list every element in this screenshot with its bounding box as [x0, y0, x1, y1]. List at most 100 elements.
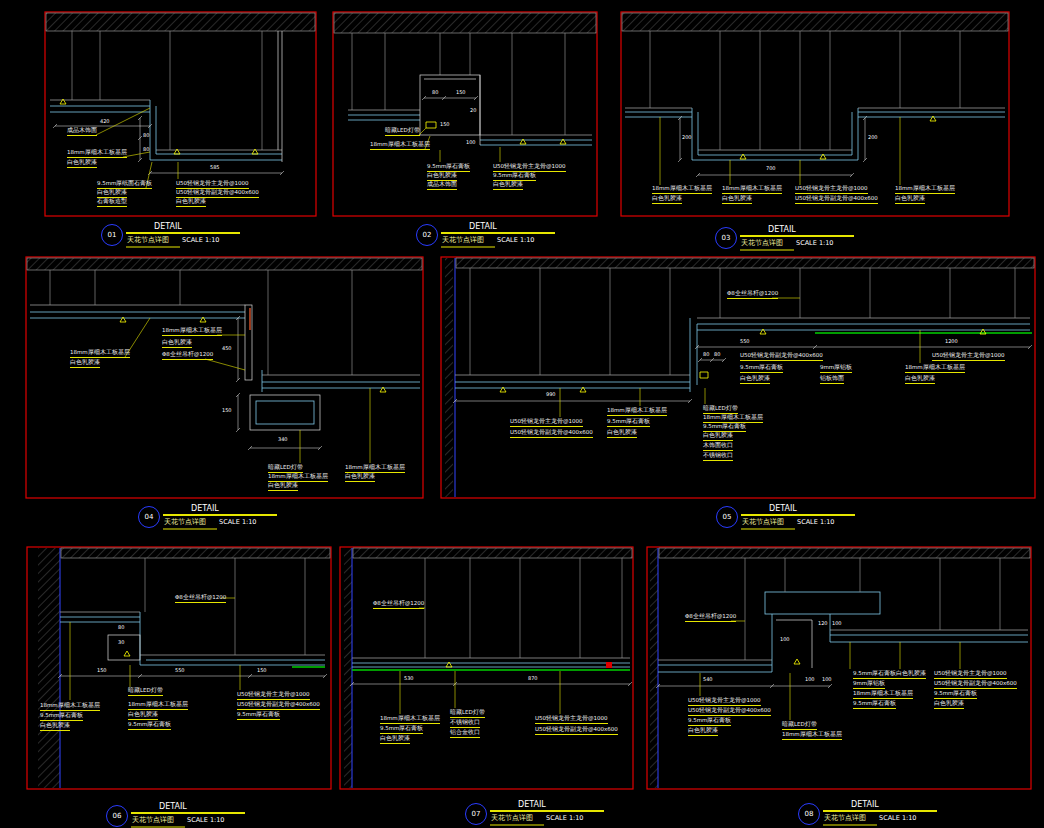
detail-title: DETAIL [469, 223, 497, 231]
dimension-text: 150 [257, 668, 267, 673]
dimension-text: 150 [222, 408, 232, 413]
annotation-text: 白色乳胶漆 [905, 376, 935, 384]
detail-08-part [658, 548, 659, 788]
detail-05 [441, 257, 1035, 498]
annotation-text: 白色乳胶漆 [895, 196, 925, 204]
scale-text: SCALE 1:10 [546, 815, 584, 822]
detail-04-part [30, 312, 420, 392]
annotation-text: 成品木饰面 [427, 182, 457, 190]
annotation-text: 9.5mm厚石膏板 [688, 718, 731, 726]
detail-04-part [256, 401, 314, 424]
dimension-text: 150 [97, 668, 107, 673]
detail-06-part [60, 548, 61, 788]
annotation-text: 白色乳胶漆 [40, 723, 70, 731]
detail-04-part [245, 305, 252, 380]
detail-05-part [445, 258, 453, 497]
dimension-text: 200 [682, 135, 692, 140]
annotation-text: Φ8全丝吊杆@1200 [685, 614, 736, 622]
detail-06-part [60, 612, 325, 655]
detail-01-part [60, 99, 258, 154]
detail-02 [333, 12, 597, 216]
detail-01 [45, 12, 316, 216]
annotation-text: 9.5mm厚石膏板 [853, 701, 896, 709]
detail-06-part [27, 547, 331, 789]
annotation-text: 暗藏LED灯带 [128, 688, 163, 696]
detail-06-part [145, 558, 305, 655]
detail-02-part [426, 122, 436, 128]
annotation-text: 18mm厚细木工板基层 [40, 703, 100, 711]
detail-03-part [678, 116, 867, 177]
callout-circle: 05 [716, 506, 738, 528]
detail-subtitle: 天花节点详图 [442, 237, 484, 244]
detail-06-part [108, 635, 140, 660]
dimension-text: 100 [822, 677, 832, 682]
annotation-text: 白色乳胶漆 [607, 430, 637, 438]
dimension-text: 80 [703, 352, 709, 357]
annotation-text: U50轻钢龙骨副龙骨@400x600 [176, 190, 259, 198]
annotation-text: 18mm厚细木工板基层 [70, 350, 130, 358]
annotation-text: 白色乳胶漆 [722, 196, 752, 204]
detail-03-part [660, 117, 900, 185]
detail-02-part [418, 128, 500, 162]
annotation-text: 暗藏LED灯带 [450, 710, 485, 718]
detail-title: DETAIL [769, 505, 797, 513]
annotation-text: 9.5mm厚石膏板 [380, 726, 423, 734]
annotation-text: 18mm厚细木工板基层 [703, 415, 763, 423]
detail-04-part [125, 318, 370, 463]
dimension-text: 1200 [945, 339, 958, 344]
dimension-text: 550 [175, 668, 185, 673]
annotation-text: 白色乳胶漆 [70, 360, 100, 368]
annotation-text: 9.5mm厚石膏板 [128, 722, 171, 730]
annotation-text: 18mm厚细木工板基层 [128, 702, 188, 710]
annotation-text: 白色乳胶漆 [268, 483, 298, 491]
detail-06-part [61, 548, 330, 558]
detail-04-part [50, 270, 352, 375]
detail-08-part [659, 548, 1030, 558]
annotation-text: 白色乳胶漆 [162, 340, 192, 348]
annotation-text: 暗藏LED灯带 [385, 128, 420, 136]
detail-05-part [455, 258, 456, 497]
detail-title: DETAIL [851, 801, 879, 809]
annotation-text: U50轻钢龙骨副龙骨@400x600 [740, 353, 823, 361]
detail-03-part [625, 108, 1005, 160]
detail-02-part [333, 12, 597, 216]
dimension-text: 340 [278, 437, 288, 442]
annotation-text: 9.5mm厚石膏板 [853, 671, 896, 679]
detail-06-part [292, 666, 325, 668]
annotation-text: 白色乳胶漆 [128, 712, 158, 720]
dimension-text: 20 [470, 108, 476, 113]
dimension-text: 150 [456, 90, 466, 95]
detail-01-part [53, 116, 284, 175]
annotation-text: U50轻钢龙骨主龙骨@1000 [510, 419, 583, 427]
callout-number: 08 [805, 811, 814, 818]
annotation-text: 18mm厚细木工板基层 [268, 474, 328, 482]
detail-04-part [236, 316, 322, 450]
detail-01-part [50, 100, 282, 150]
annotation-text: 不锈钢收口 [703, 453, 733, 461]
annotation-text: U50轻钢龙骨副龙骨@400x600 [795, 196, 878, 204]
detail-08-part [650, 548, 658, 788]
annotation-text: 18mm厚细木工板基层 [722, 186, 782, 194]
detail-04-part [250, 395, 320, 430]
detail-07-part [606, 662, 612, 668]
annotation-text: U50轻钢龙骨主龙骨@1000 [493, 164, 566, 172]
dimension-text: 100 [832, 621, 842, 626]
dimension-text: 200 [868, 135, 878, 140]
title-underline [126, 233, 937, 827]
detail-05-part [815, 332, 1032, 334]
title-underline-part [126, 247, 877, 827]
annotation-text: 石膏板造型 [97, 199, 127, 207]
annotation-text: 9.5mm厚石膏板 [703, 424, 746, 432]
annotation-text: 9.5mm厚石膏板 [740, 365, 783, 373]
detail-03-part [650, 31, 960, 150]
detail-subtitle: 天花节点详图 [164, 519, 206, 526]
detail-01-part [50, 100, 282, 160]
detail-subtitle: 天花节点详图 [127, 237, 169, 244]
callout-circle: 01 [101, 224, 123, 246]
annotation-text: 9mm厚铝板 [853, 681, 885, 689]
annotation-text: 白色乳胶漆 [67, 160, 97, 168]
detail-08 [647, 547, 1031, 789]
callout-number: 03 [722, 235, 731, 242]
detail-08-part [658, 630, 1028, 660]
